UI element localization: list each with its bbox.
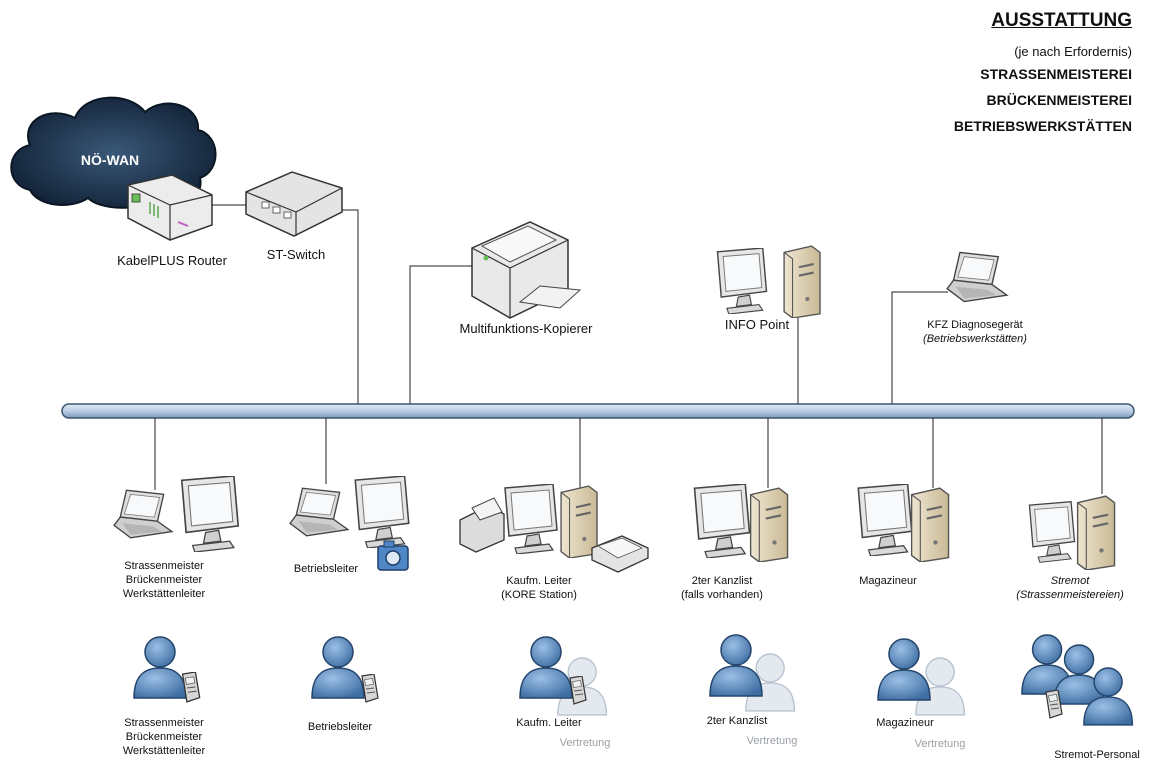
- kfz-laptop-icon: [946, 251, 1008, 303]
- info-tower-icon: [782, 244, 822, 318]
- station-6-label-line1: Stremot: [1050, 575, 1090, 587]
- station-1-label-line2: Brückenmeister: [125, 574, 203, 586]
- person-2-label: Betriebsleiter: [307, 721, 373, 733]
- station-6-monitor-icon: [1028, 500, 1076, 564]
- router-label: KabelPLUS Router: [117, 253, 227, 268]
- station-4-monitor-icon: [693, 484, 751, 558]
- person-5-icon: [877, 638, 931, 701]
- header-line-brueckenmeisterei: BRÜCKENMEISTEREI: [986, 92, 1132, 108]
- info-monitor-icon: [716, 248, 768, 314]
- station-3-label-line2: (KORE Station): [501, 589, 577, 601]
- station-4-label-line2: (falls vorhanden): [681, 589, 763, 601]
- person-3-label: Kaufm. Leiter: [516, 717, 582, 729]
- station-4-label-line1: 2ter Kanzlist: [691, 575, 753, 587]
- station-2-label: Betriebsleiter: [294, 562, 358, 576]
- switch-bus-cable: [342, 209, 359, 404]
- person-5-deputy-label: Vertretung: [914, 738, 966, 750]
- kfz-label-line2: (Betriebswerkstätten): [923, 333, 1027, 345]
- station-5-monitor-icon: [857, 484, 913, 556]
- station-3-printer-icon: [459, 497, 505, 553]
- person-1-label-line3: Werkstättenleiter: [122, 745, 206, 757]
- station-5-tower-icon: [910, 487, 950, 562]
- person-1-icon: [133, 636, 187, 699]
- station-6-label: Stremot (Strassenmeistereien): [1016, 574, 1124, 602]
- person-4-deputy-label: Vertretung: [746, 735, 798, 747]
- station-5-label: Magazineur: [859, 574, 916, 588]
- switch-icon: [245, 171, 343, 237]
- station-1-label-line3: Werkstättenleiter: [122, 588, 206, 600]
- person-4-label: 2ter Kanzlist: [706, 715, 768, 727]
- station-6-tower-icon: [1076, 494, 1116, 570]
- station-3-label-line1: Kaufm. Leiter: [506, 575, 572, 587]
- header-title: AUSSTATTUNG: [991, 10, 1132, 31]
- cloud-label: NÖ-WAN: [80, 152, 140, 168]
- network-bus: [61, 403, 1135, 419]
- station-1-label: Strassenmeister Brückenmeister Werkstätt…: [123, 559, 205, 601]
- header-subtitle: (je nach Erfordernis): [1014, 44, 1132, 59]
- station-4-label: 2ter Kanzlist (falls vorhanden): [681, 574, 763, 602]
- person-3-deputy-label: Vertretung: [559, 737, 611, 749]
- station-1-label-line1: Strassenmeister: [124, 560, 204, 572]
- person-1-label: Strassenmeister Brückenmeister Werkstätt…: [123, 716, 205, 758]
- kfz-bus-cable: [891, 291, 948, 404]
- header-line-betriebswerkstaetten: BETRIEBSWERKSTÄTTEN: [953, 118, 1132, 134]
- copier-bus-cable: [409, 265, 472, 404]
- person-1-label-line2: Brückenmeister: [125, 731, 203, 743]
- router-icon: [127, 174, 213, 241]
- kfz-label: KFZ Diagnosegerät (Betriebswerkstätten): [923, 318, 1027, 346]
- station-6-label-line2: (Strassenmeistereien): [1016, 589, 1124, 601]
- station-3-tower-icon: [559, 485, 599, 558]
- station-4-tower-icon: [749, 486, 789, 562]
- person-5-label: Magazineur: [876, 717, 934, 729]
- person-2-icon: [311, 636, 365, 699]
- person-3-icon: [519, 636, 573, 699]
- person-4-icon: [709, 634, 763, 697]
- copier-label: Multifunktions-Kopierer: [459, 321, 593, 336]
- person-1-label-line1: Strassenmeister: [124, 717, 204, 729]
- personnel-label: Stremot-Personal: [1054, 749, 1140, 761]
- info-point-label: INFO Point: [724, 317, 790, 332]
- station-3-scanner-icon: [591, 535, 649, 573]
- station-3-label: Kaufm. Leiter (KORE Station): [501, 574, 577, 602]
- station-2-monitor-icon: [354, 476, 410, 548]
- station-2-laptop-icon: [289, 487, 349, 537]
- station-1-laptop-icon: [113, 489, 173, 539]
- kfz-label-line1: KFZ Diagnosegerät: [927, 319, 1023, 331]
- switch-label: ST-Switch: [266, 247, 326, 262]
- station-2-camera-icon: [377, 540, 409, 571]
- copier-icon: [471, 221, 582, 319]
- station-5-label-line1: Magazineur: [859, 575, 917, 587]
- station-1-monitor-icon: [180, 476, 240, 552]
- station-2-label-line1: Betriebsleiter: [293, 563, 359, 575]
- header-line-strassenmeisterei: STRASSENMEISTEREI: [980, 66, 1132, 82]
- station-3-monitor-icon: [504, 484, 558, 554]
